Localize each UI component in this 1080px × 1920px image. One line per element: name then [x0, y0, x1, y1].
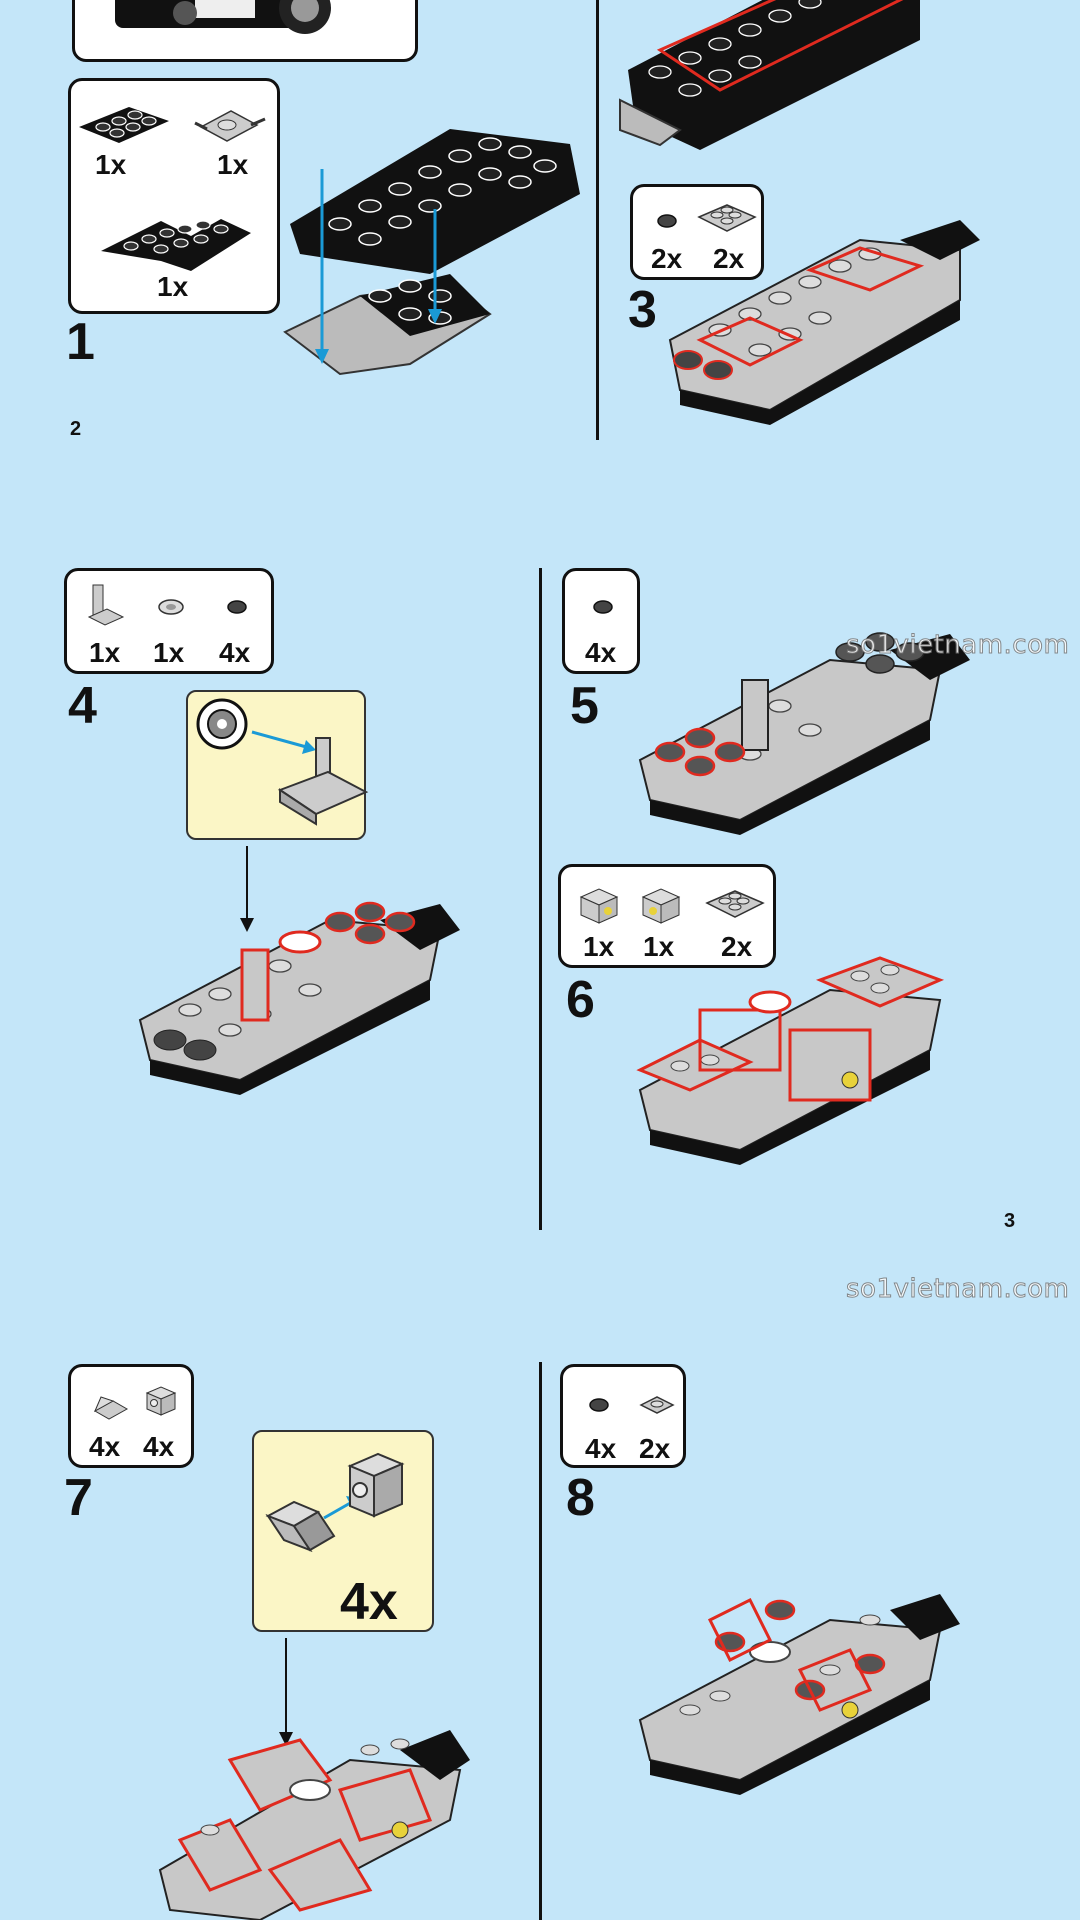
step-7-assembly-illustration — [158, 1730, 470, 1920]
car-preview-icon — [115, 0, 331, 34]
step-7-arrow — [285, 1638, 287, 1738]
step-8-assembly-illustration — [638, 1594, 960, 1795]
dark-round-tile-icon — [657, 214, 677, 228]
step-4-part-3-qty: 4x — [219, 637, 251, 668]
watermark-top: so1vietnam.com — [845, 630, 1070, 661]
gray-brick-sticker-icon — [579, 888, 619, 924]
step-6-part-3-qty: 2x — [721, 931, 753, 962]
arrow-head-icon — [240, 918, 254, 932]
step-4-number: 4 — [68, 677, 97, 735]
step-3-number: 3 — [628, 281, 657, 339]
step-8-parts-box: 4x 2x — [560, 1364, 686, 1468]
step-3-part-1-qty: 2x — [651, 243, 683, 274]
dark-round-tile-icon — [589, 1398, 609, 1412]
gray-plate-2x2-icon — [697, 204, 757, 232]
gray-brick-sticker-icon — [641, 888, 681, 924]
gray-plate-2x2-icon — [705, 890, 765, 918]
step-6-number: 6 — [566, 971, 595, 1029]
gray-axle-plate-icon — [194, 110, 266, 142]
black-plate-icon — [79, 107, 169, 143]
arrow-head-icon — [279, 1732, 293, 1746]
step-2-assembly-illustration — [619, 0, 920, 150]
step-3-assembly-illustration — [668, 220, 980, 425]
page-number-3: 3 — [1004, 1210, 1016, 1232]
previous-step-box — [72, 0, 418, 62]
page-number-2: 2 — [70, 418, 82, 440]
step-6-parts-box: 1x 1x 2x — [558, 864, 776, 968]
step-6-part-2-qty: 1x — [643, 931, 675, 962]
watermark-middle: so1vietnam.com — [845, 1274, 1070, 1305]
step-5-number: 5 — [570, 677, 599, 735]
step-4-arrow — [246, 846, 248, 926]
step-7-part-1-qty: 4x — [89, 1431, 121, 1462]
step-3-parts-box: 2x 2x — [630, 184, 764, 280]
gray-bracket-icon — [87, 584, 125, 626]
step-3-part-2-qty: 2x — [713, 243, 745, 274]
step-1-parts-box: 1x 1x 1x — [68, 78, 280, 314]
step-6-assembly-illustration — [636, 956, 945, 1165]
step-1-part-3-qty: 1x — [157, 271, 189, 302]
step-7-callout-qty: 4x — [340, 1573, 398, 1631]
step-8-part-2-qty: 2x — [639, 1433, 671, 1464]
wheel-hub-icon — [158, 599, 184, 615]
step-4-assembly-illustration — [138, 901, 460, 1095]
step-7-callout: 4x — [252, 1430, 434, 1632]
dark-round-tile-icon — [593, 600, 613, 614]
dark-round-tile-icon — [227, 600, 247, 614]
step-4-part-1-qty: 1x — [89, 637, 121, 668]
step-4-part-2-qty: 1x — [153, 637, 185, 668]
divider-row-3 — [539, 1362, 542, 1920]
step-5-assembly-illustration — [638, 632, 970, 835]
step-1-assembly-illustration — [283, 129, 580, 376]
step-5-part-1-qty: 4x — [585, 637, 617, 668]
step-7-part-2-qty: 4x — [143, 1431, 175, 1462]
gray-brick-stud-icon — [145, 1386, 177, 1416]
gray-slope-icon — [93, 1396, 129, 1420]
divider-page-2 — [596, 0, 599, 440]
step-6-part-1-qty: 1x — [583, 931, 615, 962]
step-8-part-1-qty: 4x — [585, 1433, 617, 1464]
step-1-part-2-qty: 1x — [217, 149, 249, 180]
gray-plate-1x1-icon — [639, 1396, 675, 1414]
step-8-number: 8 — [566, 1469, 595, 1527]
step-7-number: 7 — [64, 1469, 93, 1527]
divider-page-3 — [539, 568, 542, 1230]
step-1-part-1-qty: 1x — [95, 149, 127, 180]
step-5-parts-box: 4x — [562, 568, 640, 674]
black-subassembly-icon — [101, 219, 251, 271]
slope-to-brick-icon — [265, 1452, 405, 1553]
step-7-parts-box: 4x 4x — [68, 1364, 194, 1468]
step-4-callout — [186, 690, 369, 840]
step-4-parts-box: 1x 1x 4x — [64, 568, 274, 674]
step-1-number: 1 — [66, 313, 95, 371]
wheel-to-bracket-icon — [196, 698, 369, 826]
